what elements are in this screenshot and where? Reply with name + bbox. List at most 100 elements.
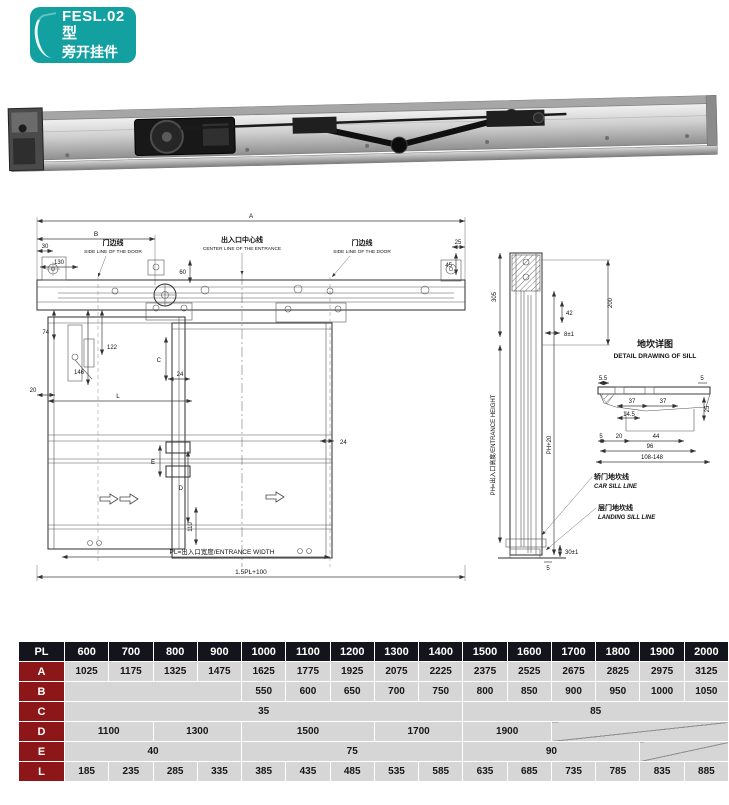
dim-L-label: L [116, 393, 120, 400]
sill-dim-44: 44 [653, 434, 660, 440]
dim-C-label: C [157, 358, 162, 364]
col-header-1200: 1200 [329, 641, 375, 662]
col-header-1500: 1500 [462, 641, 508, 662]
spec-cell-B-3: 650 [329, 681, 375, 702]
spec-cell-L-3: 335 [196, 761, 243, 782]
spec-cell-L-10: 685 [506, 761, 552, 782]
dim-74-label: 74 [42, 330, 49, 336]
product-photo [7, 88, 722, 192]
dim-30-1-label: 30±1 [565, 550, 579, 556]
entrance-height-label: PH=出入口高度/ENTRANCE HEIGHT [489, 394, 497, 495]
dim-305-label: 305 [492, 291, 498, 302]
row-header-B: B [18, 681, 65, 702]
spec-cell-D-4: 1900 [462, 721, 552, 742]
row-header-E: E [18, 741, 65, 762]
landing-sill-en: LANDING SILL LINE [598, 515, 656, 521]
product-model: FESL.02型 [62, 8, 125, 42]
sill-dim-37-right: 37 [660, 399, 667, 405]
spec-cell-A-14: 3125 [683, 661, 729, 682]
sill-detail-title-en: DETAIL DRAWING OF SILL [614, 353, 697, 360]
spec-cell-C-1: 85 [462, 701, 729, 722]
spec-cell-B-1: 550 [241, 681, 287, 702]
car-sill-cn: 轿门地坎线 [594, 472, 629, 481]
col-header-1100: 1100 [285, 641, 331, 662]
fasteners [65, 134, 690, 158]
sill-dim-108-148: 108-148 [641, 455, 664, 461]
spec-cell-B-11: 1050 [683, 681, 729, 702]
spec-cell-L-11: 735 [550, 761, 597, 782]
spec-cell-B-2: 600 [285, 681, 331, 702]
dim-60-label: 60 [179, 270, 186, 276]
col-header-1600: 1600 [506, 641, 552, 662]
col-header-1900: 1900 [639, 641, 685, 662]
car-sill-en: CAR SILL LINE [594, 484, 638, 490]
dim-200-label: 200 [608, 297, 614, 308]
spec-cell-A-7: 2075 [373, 661, 420, 682]
col-header-1400: 1400 [418, 641, 464, 662]
spec-cell-L-12: 785 [595, 761, 641, 782]
col-header-900: 900 [196, 641, 243, 662]
spec-cell-A-2: 1325 [152, 661, 198, 682]
door-edge-right-cn: 门边线 [352, 238, 373, 247]
dim-D-label: D [179, 486, 184, 492]
product-badge: FESL.02型 旁开挂件 [30, 7, 136, 63]
col-header-2000: 2000 [683, 641, 729, 662]
spec-cell-B-9: 950 [595, 681, 641, 702]
dim-110-label: 110 [188, 522, 194, 532]
col-header-1700: 1700 [550, 641, 597, 662]
landing-sill-cn: 层门地坎线 [597, 503, 633, 512]
door-edge-left-cn: 门边线 [103, 238, 124, 247]
front-view: A B 30 130 门边线 SIDE LINE OF THE DOOR 出入口… [30, 213, 466, 581]
col-header-1300: 1300 [373, 641, 420, 662]
col-header-700: 700 [108, 641, 154, 662]
sill-dim-5-5: 5.5 [599, 376, 608, 382]
spec-cell-A-10: 2525 [506, 661, 552, 682]
spec-cell-C-0: 35 [63, 701, 464, 722]
dim-8-label: 8±1 [564, 332, 575, 338]
spec-cell-A-4: 1625 [241, 661, 287, 682]
spec-cell-E-3 [639, 741, 729, 762]
dim-20-label: 20 [30, 388, 37, 394]
spec-cell-L-6: 485 [329, 761, 375, 782]
spec-cell-L-4: 385 [241, 761, 287, 782]
dim-24-right-label: 24 [340, 440, 347, 446]
sill-dim-96: 96 [647, 444, 654, 450]
spec-cell-L-1: 235 [108, 761, 154, 782]
right-end-cap [705, 95, 718, 146]
spec-cell-B-5: 750 [418, 681, 464, 702]
sill-dim-14-5: 14.5 [623, 412, 635, 418]
dim-42-label: 42 [566, 311, 573, 317]
dim-B-label: B [94, 231, 98, 238]
spec-cell-A-0: 1025 [63, 661, 110, 682]
sill-dim-5-left: 5 [599, 434, 603, 440]
cad-drawing-svg: A B 30 130 门边线 SIDE LINE OF THE DOOR 出入口… [30, 213, 711, 581]
col-header-800: 800 [152, 641, 198, 662]
spec-cell-B-10: 1000 [639, 681, 685, 702]
dim-146-label: 146 [74, 370, 85, 376]
center-line-cn: 出入口中心线 [221, 235, 263, 244]
spec-cell-D-3: 1700 [373, 721, 464, 742]
spec-cell-B-0 [63, 681, 243, 702]
sill-dim-25: 25 [705, 405, 711, 412]
product-type: 旁开挂件 [62, 44, 118, 61]
spec-cell-B-8: 900 [550, 681, 597, 702]
spec-cell-A-3: 1475 [196, 661, 243, 682]
overall-width-label: 1.5PL+100 [235, 569, 267, 576]
spec-cell-B-6: 800 [462, 681, 508, 702]
row-header-D: D [18, 721, 65, 742]
col-header-1800: 1800 [595, 641, 641, 662]
spec-cell-A-11: 2675 [550, 661, 597, 682]
dim-30-label: 30 [42, 244, 49, 250]
spec-cell-L-13: 835 [639, 761, 685, 782]
spec-cell-E-0: 40 [63, 741, 243, 762]
spec-cell-L-0: 185 [63, 761, 110, 782]
sill-dim-5-top: 5 [700, 376, 704, 382]
